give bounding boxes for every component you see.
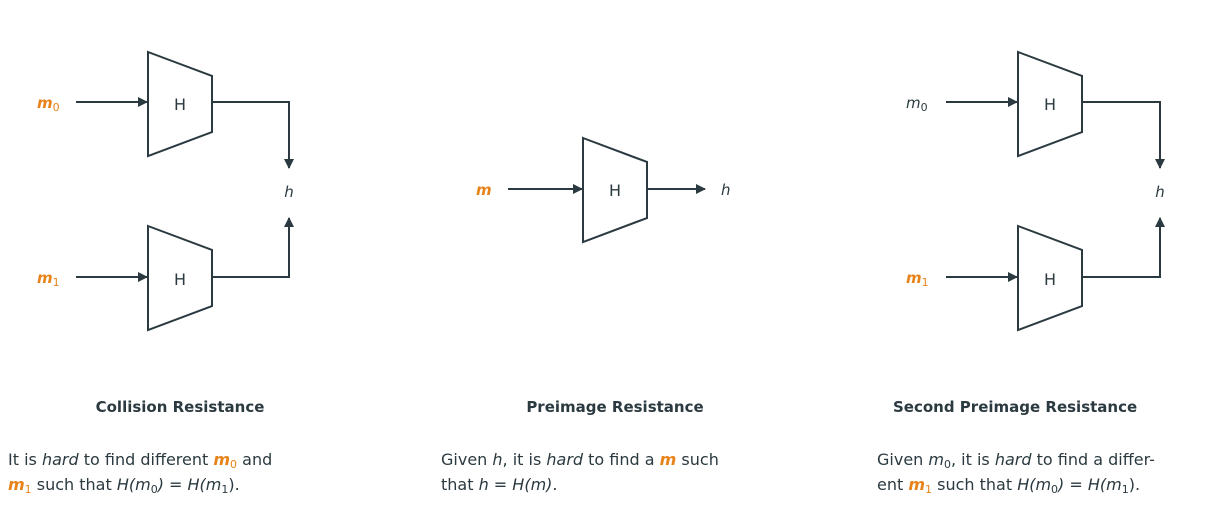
hash-label-bottom: H	[1044, 270, 1056, 289]
collision-panel-diagram	[76, 50, 294, 332]
input-m0-label: m0	[906, 94, 928, 114]
second-preimage-panel-diagram	[946, 50, 1165, 332]
hash-box-bottom	[1017, 224, 1083, 332]
arrow-top-hash-to-h	[1082, 101, 1165, 169]
hash-box-single	[582, 136, 648, 244]
input-m1-label: m1	[906, 269, 929, 289]
description-line: m1 such that H(m0) = H(m1).	[8, 475, 240, 496]
panel-title: Second Preimage Resistance	[893, 398, 1138, 416]
panel-title: Collision Resistance	[95, 398, 265, 416]
hash-label-top: H	[1044, 95, 1056, 114]
panel-description: Given h, it is hard to find a m such tha…	[441, 447, 761, 497]
hash-label-top: H	[174, 95, 186, 114]
preimage-panel-diagram	[508, 136, 706, 244]
hash-box-top	[147, 50, 213, 158]
panel-description: Given m0, it is hard to find a differ- e…	[877, 447, 1217, 497]
output-h-label: h	[721, 181, 731, 199]
panel-title: Preimage Resistance	[526, 398, 704, 416]
hash-label-single: H	[609, 181, 621, 200]
output-h-label: h	[1155, 183, 1165, 201]
hash-properties-diagram: H H m0 m1 h H m h H H m0 m1 h	[37, 50, 1165, 332]
panel-description: It is hard to find different m0 and m1 s…	[8, 447, 328, 497]
hash-box-bottom	[147, 224, 213, 332]
description-line: Given h, it is hard to find a m such	[441, 450, 719, 469]
arrow-bottom-hash-to-h	[1082, 217, 1165, 278]
input-m1-label: m1	[37, 269, 60, 289]
arrow-bottom-hash-to-h	[212, 217, 294, 278]
description-line: Given m0, it is hard to find a differ-	[877, 450, 1155, 471]
hash-label-bottom: H	[174, 270, 186, 289]
arrow-top-hash-to-h	[212, 101, 294, 169]
input-m0-label: m0	[37, 94, 60, 114]
description-line: ent m1 such that H(m0) = H(m1).	[877, 475, 1141, 496]
hash-box-top	[1017, 50, 1083, 158]
description-line: It is hard to find different m0 and	[8, 450, 273, 471]
description-line: that h = H(m).	[441, 475, 558, 494]
input-m-label: m	[476, 181, 492, 199]
output-h-label: h	[284, 183, 294, 201]
